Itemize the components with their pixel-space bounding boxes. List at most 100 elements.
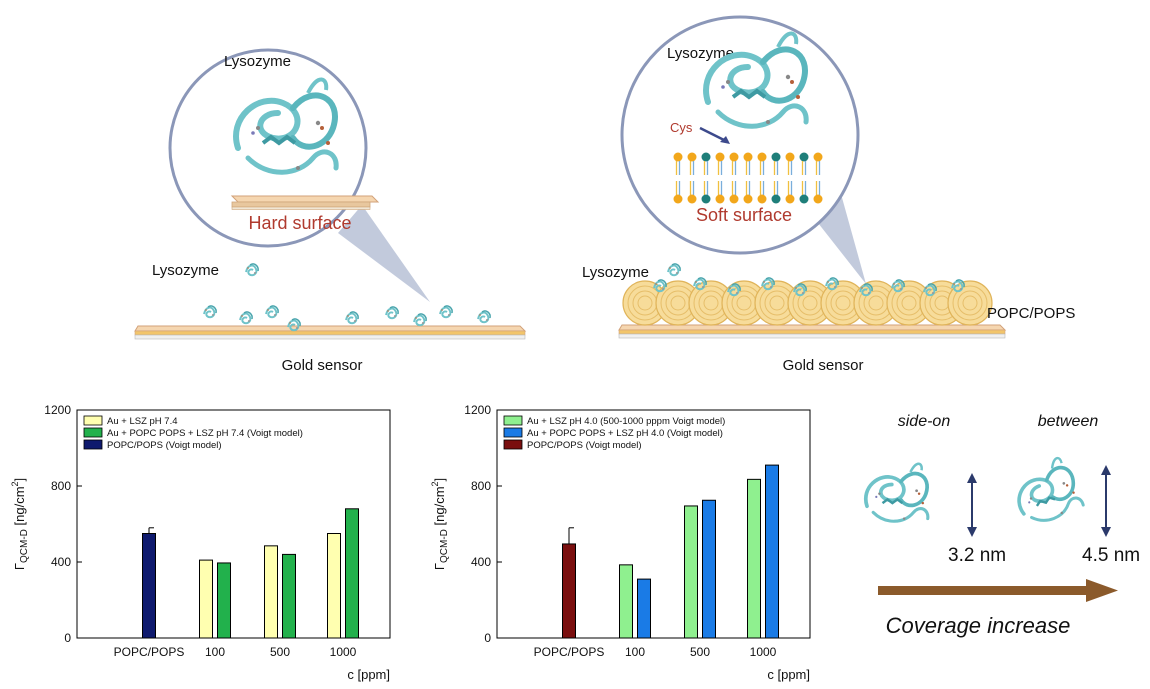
zoom-cone-left — [338, 205, 430, 302]
free-lysozyme-right — [667, 262, 682, 277]
coverage-arrow-head — [1086, 579, 1118, 602]
gold-layer-right — [618, 329, 1006, 335]
y-tick-label: 1200 — [464, 403, 491, 417]
x-tick-labels: POPC/POPS 100 500 1000 — [534, 645, 777, 659]
side-on-label: side-on — [898, 413, 951, 430]
bar — [345, 508, 359, 639]
adsorbed-lysozyme — [203, 304, 218, 319]
gold-sensor-top-right — [618, 324, 1007, 331]
y-ticks: 0 400 800 1200 — [44, 403, 82, 645]
gold-layer-left — [134, 330, 526, 336]
legend-label: Au + POPC POPS + LSZ pH 4.0 (Voigt model… — [527, 428, 723, 439]
y-tick-label: 800 — [471, 479, 491, 493]
adsorbed-lysozyme — [413, 312, 428, 327]
coverage-increase-label: Coverage increase — [886, 613, 1071, 638]
legend-swatch — [503, 439, 523, 450]
sensor-base-right — [618, 333, 1006, 339]
legend-swatch — [503, 427, 523, 438]
x-tick-label: 500 — [690, 645, 710, 659]
y-tick-label: 1200 — [44, 403, 71, 417]
sensor-base-left — [134, 334, 526, 340]
bars — [562, 464, 779, 639]
side-on-protein — [863, 461, 930, 524]
x-tick-label: POPC/POPS — [534, 645, 605, 659]
between-label: between — [1038, 413, 1099, 430]
bar — [747, 478, 761, 639]
x-tick-label: 1000 — [330, 645, 357, 659]
bar — [637, 578, 651, 639]
cys-arrowhead — [720, 136, 730, 144]
zoom-lysozyme-label-right: Lysozyme — [667, 45, 734, 62]
scene-lysozyme-label-left: Lysozyme — [152, 262, 219, 279]
legend-label: Au + LSZ pH 7.4 — [107, 416, 178, 427]
y-ticks: 0 400 800 1200 — [464, 403, 502, 645]
adsorbed-lysozyme — [385, 305, 400, 320]
bar — [327, 533, 341, 639]
top-right-panel: Lysozyme Cys Soft surface Lysozyme — [582, 15, 1075, 374]
legend-swatch — [503, 415, 523, 426]
vesicle-layer — [622, 280, 993, 326]
bar — [264, 545, 278, 639]
y-tick-label: 400 — [471, 555, 491, 569]
x-tick-label: 1000 — [750, 645, 777, 659]
chart-ph-4-0: 0 400 800 1200 POPC/POPS 100 500 1000 Au + LSZ… — [430, 403, 811, 682]
x-tick-label: 100 — [625, 645, 645, 659]
bar — [282, 553, 296, 639]
bar — [199, 559, 213, 639]
hard-surface-slab-base — [231, 206, 371, 210]
y-tick-label: 800 — [51, 479, 71, 493]
bar — [562, 543, 576, 639]
y-tick-label: 0 — [64, 631, 71, 645]
top-left-panel: Lysozyme Hard surface Lysozyme Gold sens… — [134, 48, 527, 374]
soft-surface-label: Soft surface — [696, 205, 792, 225]
legend: Au + LSZ pH 7.4Au + POPC POPS + LSZ pH 7… — [83, 415, 303, 451]
adsorbed-lysozyme — [265, 304, 280, 319]
scene-lysozyme-label-right: Lysozyme — [582, 264, 649, 281]
coverage-arrow-shaft — [878, 586, 1090, 595]
between-protein — [1006, 453, 1086, 530]
legend-swatch — [83, 415, 103, 426]
popc-pops-label: POPC/POPS — [987, 305, 1075, 322]
legend-swatch — [83, 427, 103, 438]
x-axis-label: c [ppm] — [347, 667, 390, 682]
adsorbed-lysozyme — [345, 310, 360, 325]
orientation-panel: side-on between 3.2 nm 4.5 nm Coverage i… — [863, 413, 1140, 638]
x-axis-label: c [ppm] — [767, 667, 810, 682]
cys-label: Cys — [670, 120, 693, 135]
hard-surface-label: Hard surface — [248, 213, 351, 233]
y-axis-label: ΓQCM-D [ng/cm2] — [430, 478, 450, 570]
bar — [619, 564, 633, 639]
legend-label: POPC/POPS (Voigt model) — [107, 440, 222, 451]
legend: Au + LSZ pH 4.0 (500-1000 pppm Voigt mod… — [503, 415, 725, 451]
gold-sensor-label-right: Gold sensor — [783, 357, 864, 374]
free-lysozyme-left — [245, 262, 260, 277]
y-tick-label: 400 — [51, 555, 71, 569]
adsorbed-lysozyme — [439, 304, 454, 319]
y-axis-label: ΓQCM-D [ng/cm2] — [10, 478, 30, 570]
bar — [765, 464, 779, 639]
bars — [142, 508, 359, 639]
zoom-lysozyme-label: Lysozyme — [224, 53, 291, 70]
between-height: 4.5 nm — [1082, 545, 1140, 566]
legend-label: Au + LSZ pH 4.0 (500-1000 pppm Voigt mod… — [527, 416, 725, 427]
adsorbed-lysozyme — [477, 309, 492, 324]
gold-sensor-top-left — [134, 325, 527, 332]
x-tick-label: 100 — [205, 645, 225, 659]
bar — [142, 533, 156, 639]
gold-sensor-label-left: Gold sensor — [282, 357, 363, 374]
legend-swatch — [83, 439, 103, 450]
bar — [702, 499, 716, 639]
adsorbed-lysozyme — [239, 310, 254, 325]
bar — [684, 505, 698, 639]
hard-surface-slab-top — [230, 195, 380, 203]
bar — [217, 562, 231, 639]
side-on-height: 3.2 nm — [948, 545, 1006, 566]
x-tick-label: POPC/POPS — [114, 645, 185, 659]
legend-label: Au + POPC POPS + LSZ pH 7.4 (Voigt model… — [107, 428, 303, 439]
hard-surface-slab-side — [231, 201, 371, 208]
zoom-circle-right — [620, 15, 860, 255]
y-tick-label: 0 — [484, 631, 491, 645]
